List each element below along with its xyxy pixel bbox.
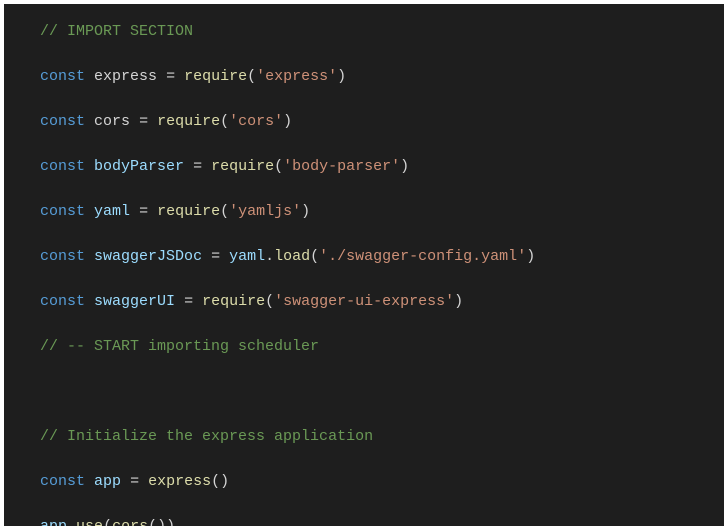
comment-token: // -- START importing scheduler bbox=[40, 338, 320, 355]
code-line-6: const swaggerJSDoc = yaml.load('./swagge… bbox=[4, 231, 535, 265]
function-token: use bbox=[76, 518, 103, 526]
string-token: 'body-parser' bbox=[283, 158, 401, 175]
function-token: cors bbox=[112, 518, 148, 526]
function-token: express bbox=[148, 473, 212, 490]
string-token: 'express' bbox=[256, 68, 338, 85]
paren-open: ( bbox=[265, 293, 275, 310]
code-line-4: const bodyParser = require('body-parser'… bbox=[4, 141, 409, 175]
operator-token: = bbox=[130, 113, 158, 130]
variable-token: swaggerUI bbox=[94, 293, 176, 310]
function-token: require bbox=[202, 293, 266, 310]
code-line-8: // -- START importing scheduler bbox=[4, 321, 319, 355]
object-token: yaml bbox=[229, 248, 266, 265]
function-token: require bbox=[184, 68, 248, 85]
paren-close: ) bbox=[301, 203, 311, 220]
operator-token: = bbox=[121, 473, 149, 490]
paren-open: ( bbox=[103, 518, 112, 526]
variable-token: bodyParser bbox=[94, 158, 185, 175]
paren-close: ) bbox=[337, 68, 347, 85]
paren-open: ( bbox=[274, 158, 284, 175]
paren-open: ( bbox=[310, 248, 320, 265]
object-token: app bbox=[40, 518, 67, 526]
operator-token: = bbox=[202, 248, 230, 265]
operator-token: = bbox=[130, 203, 158, 220]
code-line-10: const app = express() bbox=[4, 456, 229, 490]
paren-open: ( bbox=[247, 68, 257, 85]
keyword-token: const bbox=[40, 203, 86, 220]
call-parens: () bbox=[148, 518, 166, 526]
dot-token: . bbox=[265, 248, 275, 265]
keyword-token: const bbox=[40, 158, 86, 175]
function-token: require bbox=[157, 113, 221, 130]
code-line-2: const express = require('express') bbox=[4, 51, 346, 85]
call-parens: () bbox=[211, 473, 230, 490]
paren-close: ) bbox=[526, 248, 536, 265]
string-token: 'cors' bbox=[229, 113, 284, 130]
string-token: './swagger-config.yaml' bbox=[319, 248, 527, 265]
comment-token: // Initialize the express application bbox=[40, 428, 374, 445]
variable-token: app bbox=[94, 473, 122, 490]
code-line-3: const cors = require('cors') bbox=[4, 96, 292, 130]
operator-token: = bbox=[157, 68, 185, 85]
code-editor[interactable]: // IMPORT SECTION const express = requir… bbox=[4, 4, 724, 526]
variable-token: express bbox=[94, 68, 158, 85]
paren-close: ) bbox=[283, 113, 293, 130]
variable-token: swaggerJSDoc bbox=[94, 248, 203, 265]
paren-open: ( bbox=[220, 203, 230, 220]
paren-close: ) bbox=[454, 293, 464, 310]
paren-close: ) bbox=[166, 518, 175, 526]
keyword-token: const bbox=[40, 68, 86, 85]
paren-open: ( bbox=[220, 113, 230, 130]
code-line-11: app.use(cors()) bbox=[4, 501, 175, 526]
keyword-token: const bbox=[40, 293, 86, 310]
operator-token: = bbox=[175, 293, 203, 310]
dot-token: . bbox=[67, 518, 76, 526]
function-token: load bbox=[274, 248, 311, 265]
keyword-token: const bbox=[40, 473, 86, 490]
variable-token: cors bbox=[94, 113, 131, 130]
string-token: 'swagger-ui-express' bbox=[274, 293, 455, 310]
operator-token: = bbox=[184, 158, 212, 175]
code-line-5: const yaml = require('yamljs') bbox=[4, 186, 310, 220]
comment-token: // IMPORT SECTION bbox=[40, 23, 194, 40]
variable-token: yaml bbox=[94, 203, 131, 220]
code-line-1: // IMPORT SECTION bbox=[4, 6, 193, 40]
code-line-9: // Initialize the express application bbox=[4, 411, 373, 445]
keyword-token: const bbox=[40, 113, 86, 130]
keyword-token: const bbox=[40, 248, 86, 265]
string-token: 'yamljs' bbox=[229, 203, 302, 220]
function-token: require bbox=[157, 203, 221, 220]
paren-close: ) bbox=[400, 158, 410, 175]
code-line-7: const swaggerUI = require('swagger-ui-ex… bbox=[4, 276, 463, 310]
function-token: require bbox=[211, 158, 275, 175]
